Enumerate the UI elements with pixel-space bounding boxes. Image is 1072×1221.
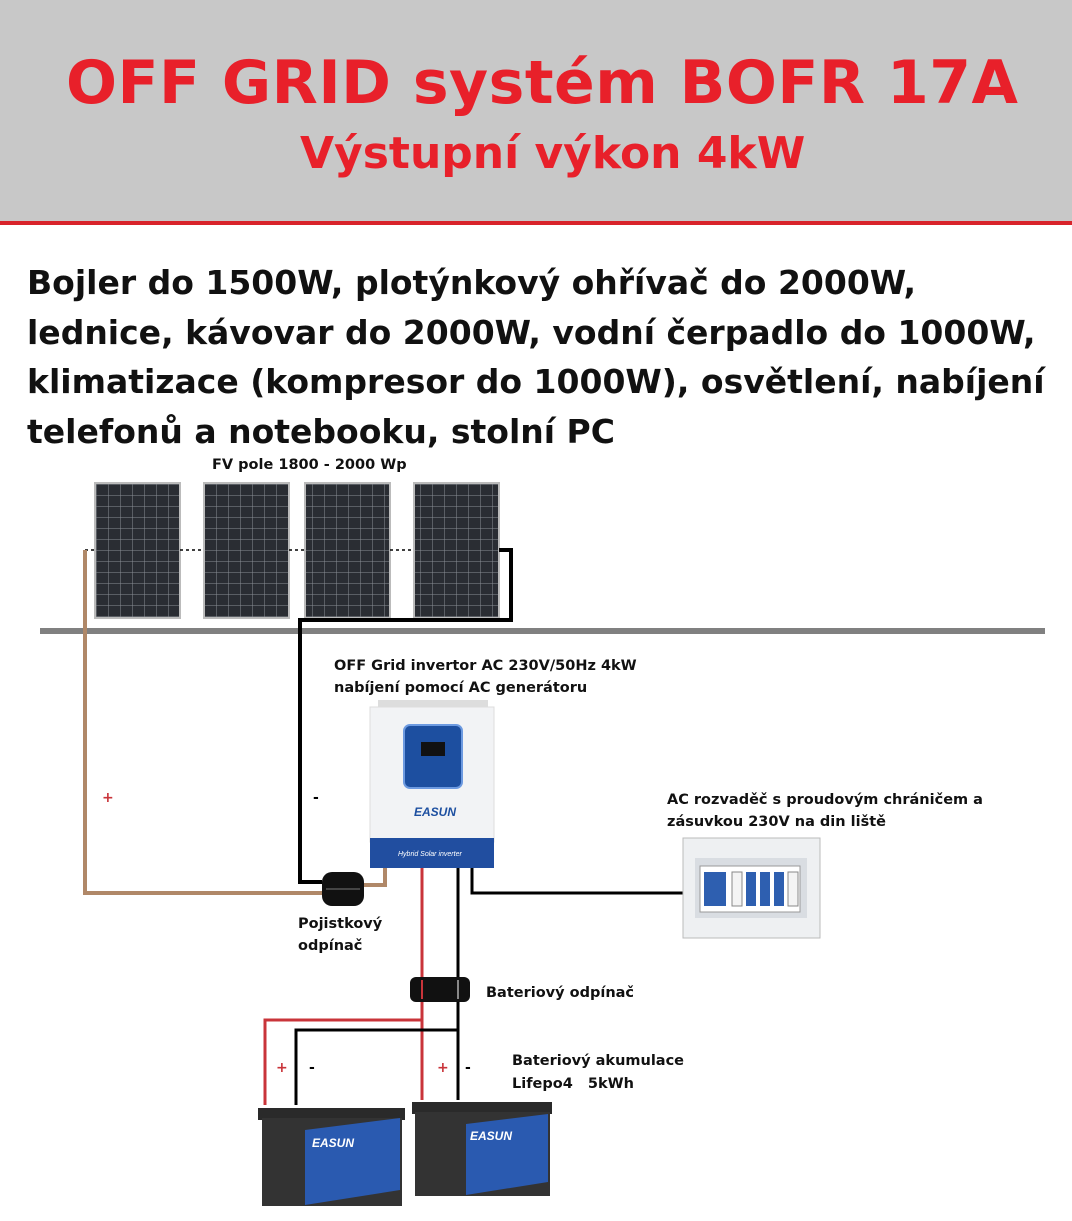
plus-sign: +: [437, 1060, 449, 1076]
svg-text:EASUN: EASUN: [312, 1136, 354, 1150]
mounting-rail: [40, 628, 1045, 634]
appliance-description: Bojler do 1500W, plotýnkový ohřívač do 2…: [27, 263, 1045, 451]
pv-minus-wire: [298, 548, 513, 884]
inverter-unit: EASUN Hybrid Solar inverter: [369, 700, 495, 868]
battery-label-2: Lifepo4 5kWh: [512, 1076, 634, 1092]
minus-sign: -: [313, 790, 319, 806]
minus-sign: -: [309, 1060, 315, 1076]
plus-sign: +: [102, 790, 114, 806]
fuse-label: Pojistkový: [298, 916, 383, 932]
ac-box-label-2: zásuvkou 230V na din liště: [667, 814, 886, 830]
battery: EASUN: [412, 1102, 552, 1196]
battery-label: Bateriový akumulace: [512, 1053, 685, 1069]
svg-text:EASUN: EASUN: [414, 805, 456, 819]
fuse-label-2: odpínač: [298, 938, 363, 954]
page-title: OFF GRID systém BOFR 17A: [66, 48, 1019, 118]
plus-sign: +: [276, 1060, 288, 1076]
inverter-label: OFF Grid invertor AC 230V/50Hz 4kW: [334, 658, 637, 674]
solar-panel: [304, 482, 391, 619]
header-banner: [0, 0, 1072, 222]
header-divider: [0, 221, 1072, 225]
solar-panel: [203, 482, 290, 619]
solar-panel: [94, 482, 181, 619]
battery: EASUN: [258, 1108, 405, 1206]
battery-switch-label: Bateriový odpínač: [486, 985, 635, 1001]
minus-sign: -: [465, 1060, 471, 1076]
svg-text:EASUN: EASUN: [470, 1129, 512, 1143]
ac-output-wire: [470, 868, 683, 895]
inverter-label-2: nabíjení pomocí AC generátoru: [334, 680, 588, 696]
pv-plus-wire: [83, 550, 387, 895]
solar-panel: [413, 482, 500, 619]
battery-disconnector: [410, 977, 470, 1002]
ac-box-label: AC rozvaděč s proudovým chráničem a: [667, 792, 983, 808]
page-subtitle: Výstupní výkon 4kW: [300, 128, 806, 179]
ac-distribution-box: [682, 837, 821, 939]
solar-panels: [85, 482, 500, 619]
pv-array-label: FV pole 1800 - 2000 Wp: [212, 457, 407, 473]
svg-text:Hybrid Solar inverter: Hybrid Solar inverter: [398, 851, 462, 858]
